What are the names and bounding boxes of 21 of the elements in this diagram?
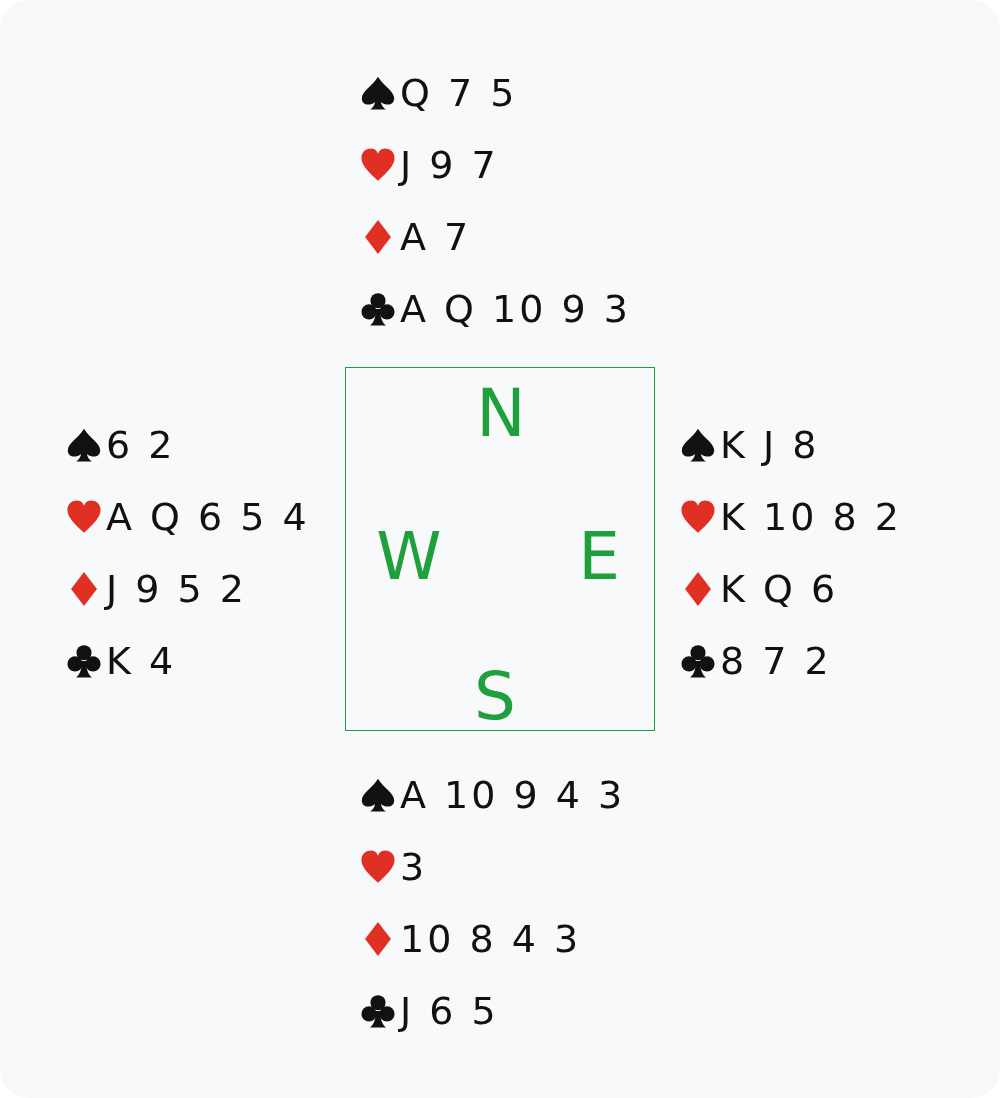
direction-letter: S — [474, 664, 516, 730]
card-holding: J 9 5 2 — [106, 570, 247, 608]
card-holding: A 7 — [400, 218, 472, 256]
direction-letter: W — [376, 524, 442, 590]
card-holding: K J 8 — [720, 426, 820, 464]
card-holding: 3 — [400, 848, 428, 886]
card-holding: Q 7 5 — [400, 74, 518, 112]
card-holding: K Q 6 — [720, 570, 839, 608]
card-holding: 6 2 — [106, 426, 176, 464]
card-holding: 10 8 4 3 — [400, 920, 582, 958]
card-holding: A Q 10 9 3 — [400, 290, 631, 328]
direction-letter: N — [476, 381, 526, 447]
card-holding: J 9 7 — [400, 146, 499, 184]
card-holding: 8 7 2 — [720, 642, 832, 680]
card-holding: K 4 — [106, 642, 177, 680]
direction-letter: E — [578, 524, 620, 590]
card-holding: K 10 8 2 — [720, 498, 902, 536]
card-holding: A Q 6 5 4 — [106, 498, 310, 536]
compass-box — [345, 367, 655, 731]
card-holding: J 6 5 — [400, 992, 499, 1030]
card-holding: A 10 9 4 3 — [400, 776, 626, 814]
